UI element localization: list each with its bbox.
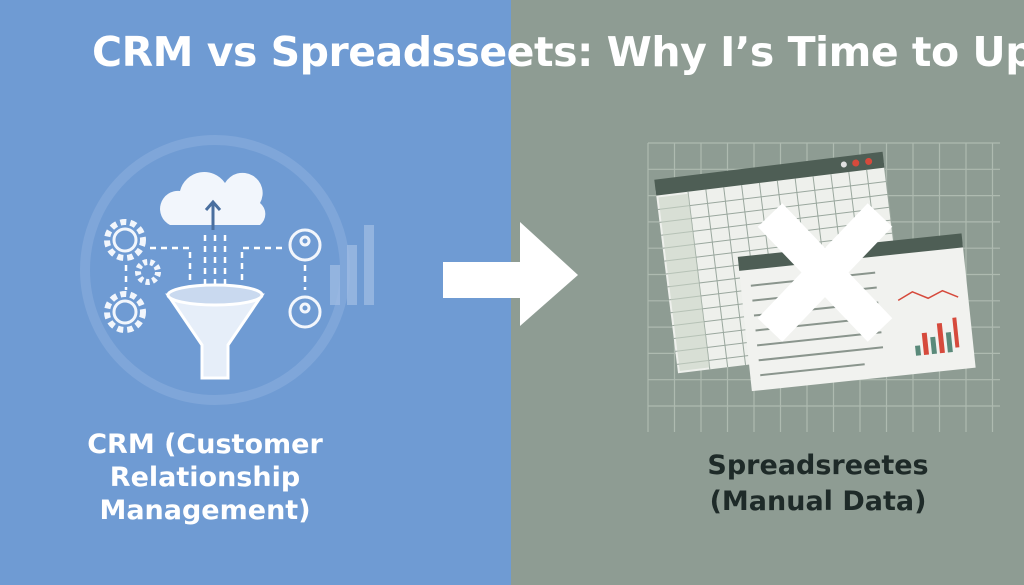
spreadsheet-label: Spreadsreetes (Manual Data) [660, 448, 976, 520]
arrow-right-icon [443, 222, 578, 326]
gear-user-icon [104, 219, 161, 333]
cloud-upload-icon [160, 171, 266, 230]
funnel-icon [165, 283, 265, 380]
spreadsheet-label-line2: (Manual Data) [709, 486, 927, 517]
x-mark-icon [757, 203, 893, 342]
grid-line [657, 180, 887, 210]
crm-illustration [80, 135, 374, 405]
grid-line [659, 193, 888, 223]
spreadsheet-label-line1: Spreadsreetes [707, 450, 929, 481]
grid-line [705, 189, 729, 368]
crm-label-line3: Management) [99, 495, 311, 526]
bar-chart-icon [915, 317, 960, 356]
crm-label: CRM (Customer Relationship Management) [40, 428, 370, 527]
crm-label-line1: CRM (Customer [87, 429, 323, 460]
bar-chart-icon [330, 225, 374, 305]
page-title: CRM vs Spreadsseets: Why I’s Time to Upg [92, 28, 1024, 76]
crm-label-line2: Relationship [109, 462, 301, 493]
user-circle-icon [288, 228, 322, 329]
grid-line [723, 187, 747, 366]
